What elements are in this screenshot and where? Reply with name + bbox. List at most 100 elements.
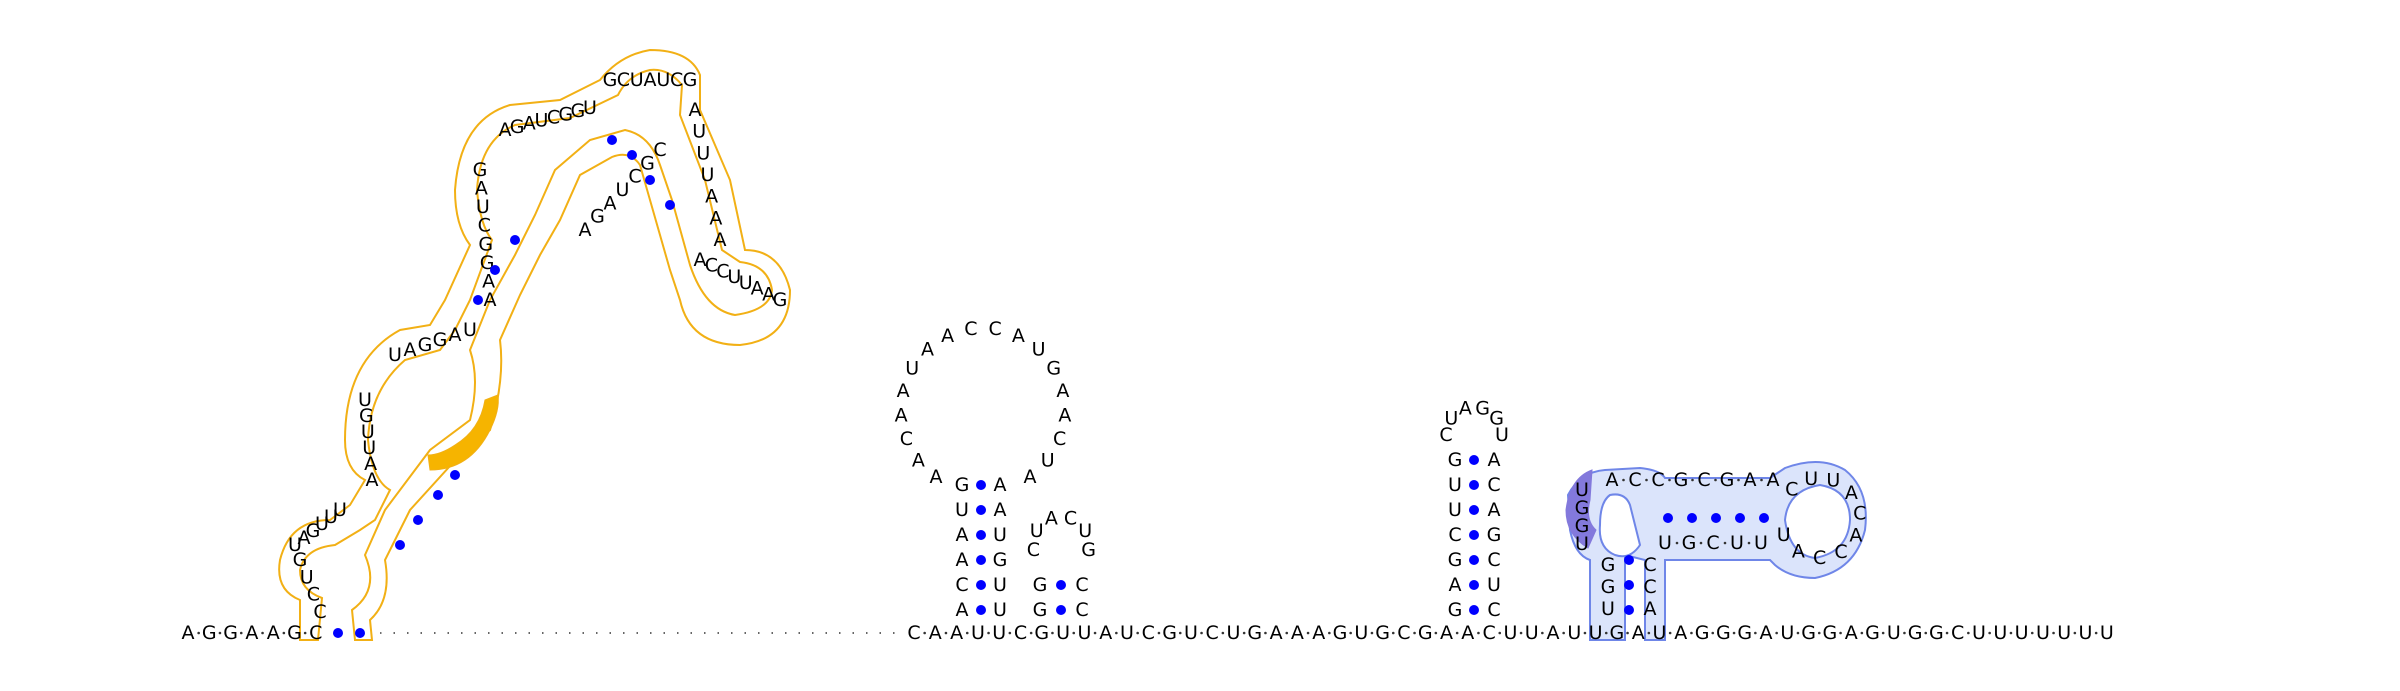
nucleotide-base: A <box>475 178 488 200</box>
backbone-link <box>1072 631 1076 635</box>
backbone-link <box>1498 631 1502 635</box>
nucleotide-base: U <box>1730 532 1744 554</box>
nucleotide-base: U <box>1041 449 1055 471</box>
nucleotide-base: U <box>1227 622 1241 644</box>
backbone-link <box>1285 631 1289 635</box>
base-pair-dot <box>1469 455 1479 465</box>
nucleotide-base: U <box>1503 622 1517 644</box>
nucleotide-base: A <box>689 99 702 121</box>
nucleotide-base: A <box>956 599 969 621</box>
backbone-link <box>987 631 990 635</box>
nucleotide-base: U <box>739 272 753 294</box>
backbone-link <box>1264 631 1267 635</box>
backbone-link <box>1434 631 1438 635</box>
nucleotide-base: C <box>1628 469 1641 491</box>
nucleotide-base: G <box>1375 622 1390 644</box>
nucleotide-base: A <box>1760 622 1773 644</box>
nucleotide-base: G <box>1610 622 1625 644</box>
nucleotide-base: A <box>364 453 377 475</box>
orange-domain <box>278 48 792 641</box>
nucleotide-base: G <box>1034 622 1049 644</box>
nucleotide-base: C <box>1706 532 1719 554</box>
nucleotide-base: C <box>1482 622 1495 644</box>
nucleotide-base: A <box>1312 622 1325 644</box>
nucleotide-base: A <box>950 622 963 644</box>
nucleotide-base: C <box>955 574 968 596</box>
nucleotide-base: G <box>359 405 374 427</box>
nucleotide-base: U <box>583 97 597 119</box>
nucleotide-base: U <box>1653 622 1667 644</box>
backbone-link <box>1945 631 1949 635</box>
nucleotide-base: G <box>773 289 788 311</box>
nucleotide-base: C <box>1053 428 1066 450</box>
backbone-link <box>1988 631 1991 635</box>
nucleotide-base: C <box>1064 508 1077 530</box>
backbone-link <box>1626 631 1629 635</box>
base-pair-dot <box>976 555 986 565</box>
backbone-link <box>1455 631 1459 635</box>
nucleotide-base: U <box>300 566 314 588</box>
nucleotide-base: A <box>604 192 617 214</box>
nucleotide-base: A <box>182 622 195 644</box>
nucleotide-base: U <box>1777 524 1791 546</box>
nucleotide-base: C <box>478 215 491 237</box>
nucleotide-base: G <box>1601 576 1616 598</box>
nucleotide-base: U <box>993 599 1007 621</box>
nucleotide-base: C <box>1834 541 1847 563</box>
nucleotide-base: U <box>1030 520 1044 542</box>
nucleotide-base: A <box>1845 482 1858 504</box>
base-pair-dot <box>333 628 343 638</box>
backbone-link <box>1881 631 1885 635</box>
nucleotide-base: C <box>313 601 326 623</box>
backbone-link <box>923 631 926 635</box>
nucleotide-base: U <box>1567 622 1581 644</box>
nucleotide-base: A <box>1270 622 1283 644</box>
nucleotide-base: A <box>1674 622 1687 644</box>
backbone-link <box>1690 631 1693 635</box>
nucleotide-base: U <box>1589 622 1603 644</box>
nucleotide-base: A <box>1058 404 1071 426</box>
base-pair-dot <box>1469 505 1479 515</box>
nucleotide-base: C <box>1651 469 1664 491</box>
nucleotide-base: U <box>388 344 402 366</box>
backbone-link <box>1714 478 1717 482</box>
base-pair-dot <box>1711 513 1721 523</box>
base-pair-dot <box>607 135 617 145</box>
nucleotide-base: G <box>1448 449 1463 471</box>
backbone-link <box>1903 631 1906 635</box>
backbone-link <box>2009 631 2013 635</box>
backbone-link <box>2030 631 2034 635</box>
backbone-link <box>2052 631 2055 635</box>
nucleotide-base: G <box>306 520 321 542</box>
nucleotide-base: G <box>1418 622 1433 644</box>
nucleotide-base: U <box>993 524 1007 546</box>
nucleotide-base: U <box>696 142 710 164</box>
nucleotide-base: C <box>907 622 920 644</box>
base-pairs-layer <box>333 135 1769 638</box>
nucleotide-base: G <box>287 622 302 644</box>
base-pair-dot <box>976 480 986 490</box>
nucleotide-base: A <box>705 186 718 208</box>
nucleotide-base: U <box>1448 474 1462 496</box>
nucleotide-base: C <box>547 106 560 128</box>
backbone-link <box>1604 631 1608 635</box>
nucleotide-base: U <box>1525 622 1539 644</box>
nucleotide-base: U <box>993 574 1007 596</box>
nucleotide-base: U <box>727 266 741 288</box>
nucleotide-base: C <box>1951 622 1964 644</box>
nucleotide-base: U <box>1487 574 1501 596</box>
backbone-link <box>1699 541 1703 545</box>
base-pair-dot <box>1663 513 1673 523</box>
nucleotide-base: G <box>433 329 448 351</box>
nucleotide-base: G <box>478 233 493 255</box>
nucleotide-base: A <box>1459 397 1472 419</box>
nucleotide-base: U <box>1972 622 1986 644</box>
nucleotide-base: U <box>1658 532 1672 554</box>
backbone-link <box>1860 631 1864 635</box>
nucleotide-base: U <box>1444 408 1458 430</box>
base-pair-dot <box>1624 605 1634 615</box>
nucleotide-base: U <box>971 622 985 644</box>
nucleotide-base: U <box>463 319 477 341</box>
base-pair-dot <box>1469 605 1479 615</box>
